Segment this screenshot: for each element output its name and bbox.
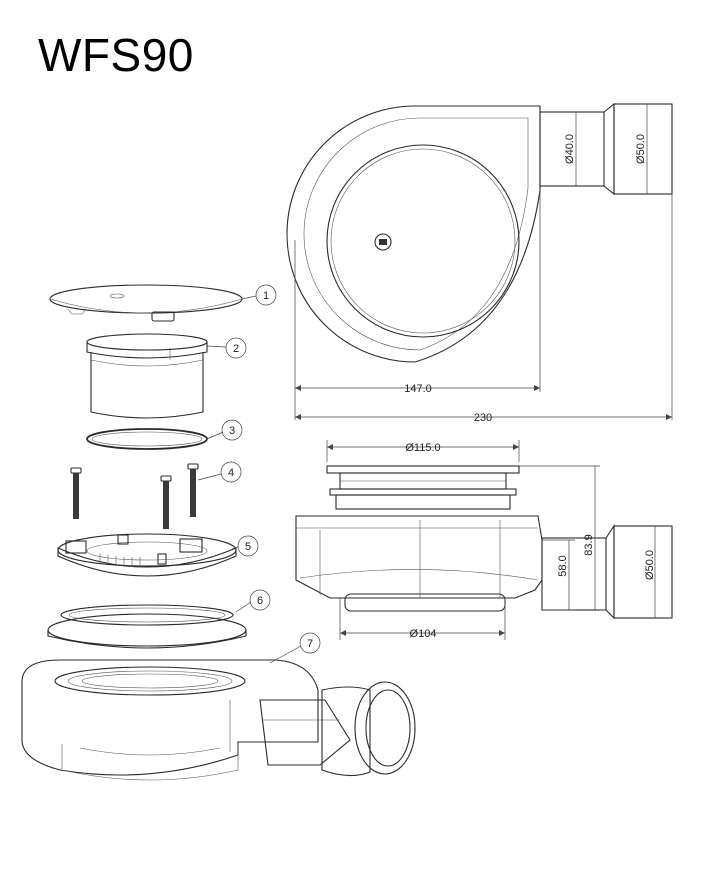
- screw-1: [70, 467, 82, 519]
- screw-3: [187, 463, 199, 517]
- dim-width-body: 147.0: [404, 383, 432, 395]
- part-5-mounting-ring: [57, 533, 237, 577]
- screw-2: [160, 475, 172, 529]
- dim-height-83: 83.9: [583, 534, 595, 555]
- dim-cover: Ø115.0: [405, 442, 440, 454]
- callout-6: 6: [235, 589, 271, 613]
- part-3-o-ring: [86, 428, 208, 450]
- part-6-gasket-ring: [47, 604, 247, 649]
- callout-label-1: 1: [263, 290, 269, 302]
- part-7-trap-body: [21, 659, 416, 781]
- dim-side-outlet: Ø50.0: [644, 550, 656, 580]
- side-view: Ø115.0 Ø50.0 58.0: [295, 440, 673, 640]
- callout-label-6: 6: [257, 595, 263, 607]
- callout-label-3: 3: [229, 425, 235, 437]
- callout-4: 4: [197, 461, 242, 483]
- dim-outlet-inner: Ø40.0: [564, 134, 576, 164]
- dim-outlet-outer: Ø50.0: [635, 134, 647, 164]
- callout-3: 3: [206, 419, 243, 441]
- exploded-view: 1 2 3 4 5: [21, 284, 416, 781]
- callout-1: 1: [241, 284, 277, 306]
- dim-height-58: 58.0: [557, 555, 569, 576]
- part-1-cover-plate: [49, 284, 243, 322]
- top-view: Ø40.0 Ø50.0 147.0 230: [286, 102, 673, 424]
- dim-width-total: 230: [474, 412, 492, 424]
- callout-label-4: 4: [228, 467, 234, 479]
- part-4-screws: [70, 463, 199, 529]
- callout-label-2: 2: [233, 343, 239, 355]
- callout-7: 7: [269, 632, 321, 664]
- callout-label-5: 5: [245, 541, 251, 553]
- part-2-cylinder-insert: [86, 333, 208, 419]
- callout-2: 2: [206, 337, 247, 359]
- drawing-title: WFS90: [38, 29, 194, 81]
- callout-5: 5: [231, 535, 259, 557]
- dim-base: Ø104: [410, 628, 437, 640]
- callout-label-7: 7: [307, 638, 313, 650]
